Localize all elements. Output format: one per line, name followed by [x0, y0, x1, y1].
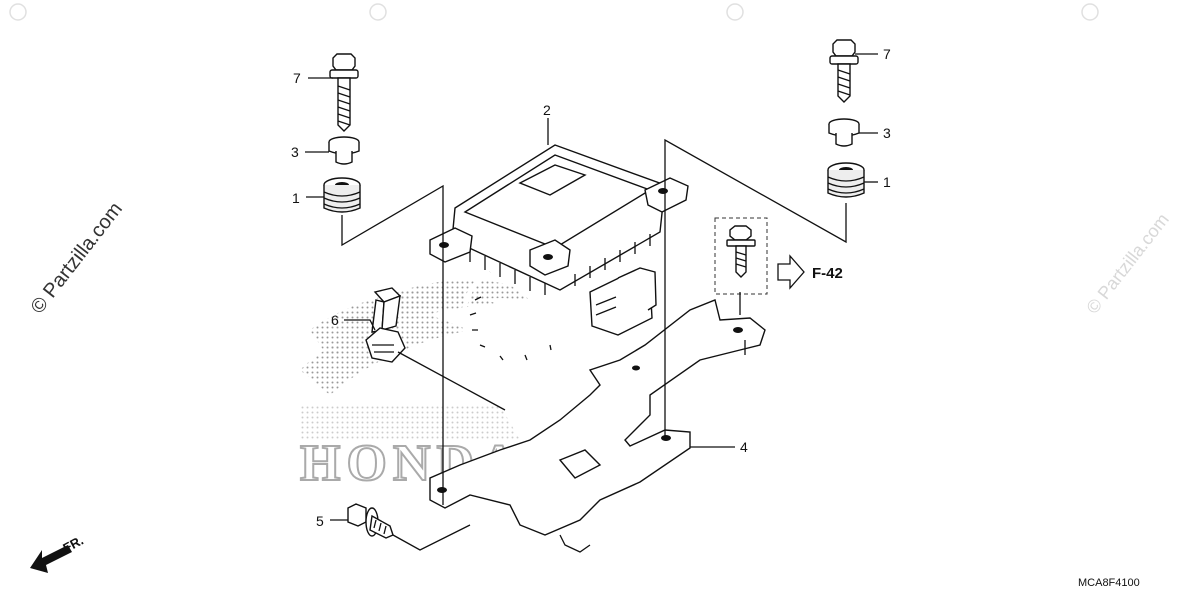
clip: [365, 287, 406, 363]
collar-left: [328, 136, 360, 165]
faint-watermarks: [9, 3, 1099, 21]
callout-2: 2: [543, 102, 551, 118]
honda-logo-background: HONDA: [299, 280, 530, 493]
callout-4: 4: [740, 439, 748, 455]
dashed-bolt-group: [714, 217, 768, 295]
callout-7-right: 7: [883, 46, 891, 62]
partzilla-watermark: © Partzilla.com: [27, 198, 127, 318]
partzilla-watermark-faint: © Partzilla.com: [1082, 210, 1172, 318]
bolt-left: [329, 53, 359, 132]
front-direction-arrow: FR.: [30, 533, 86, 573]
diagram-code: MCA8F4100: [1078, 577, 1140, 589]
assembly-lines: [305, 53, 878, 551]
bolt-right: [829, 39, 859, 103]
callout-7-left: 7: [293, 70, 301, 86]
reference-arrow: [777, 254, 805, 290]
callout-5: 5: [316, 513, 324, 529]
callout-6: 6: [331, 312, 339, 328]
callout-3-left: 3: [291, 144, 299, 160]
reference-label: F-42: [812, 265, 843, 282]
flange-bolt: [347, 503, 394, 539]
callout-1-left: 1: [292, 190, 300, 206]
bracket: [429, 299, 766, 553]
callout-3-right: 3: [883, 125, 891, 141]
callout-1-right: 1: [883, 174, 891, 190]
grommet-right: [827, 162, 865, 198]
collar-right: [828, 118, 860, 147]
control-unit: [429, 144, 689, 366]
grommet-left: [323, 177, 361, 213]
